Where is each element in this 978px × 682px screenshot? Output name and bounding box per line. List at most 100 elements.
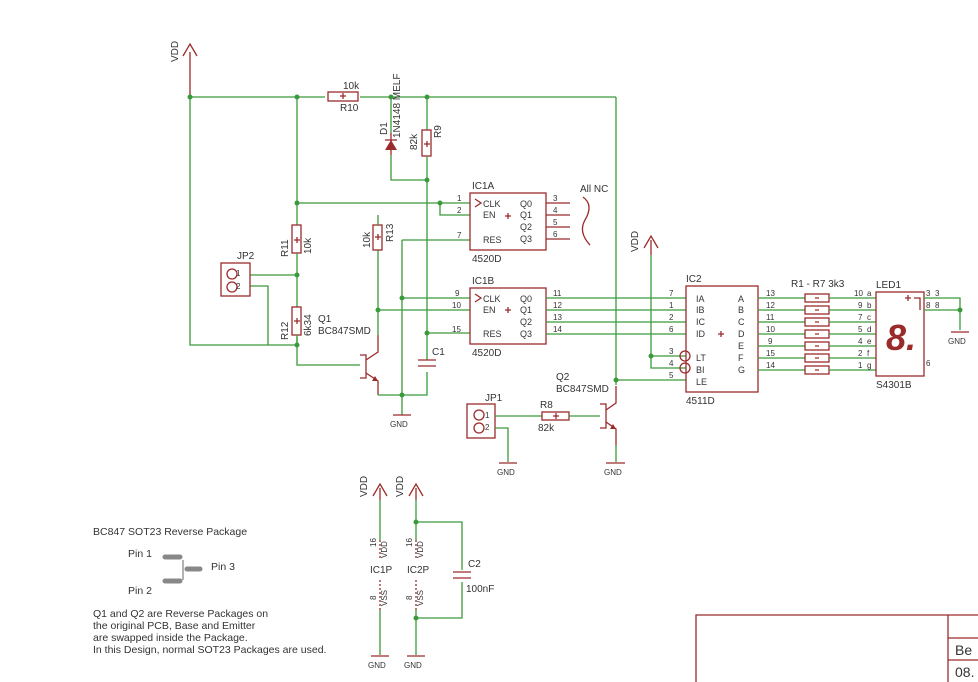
svg-text:Q1: Q1: [520, 210, 532, 220]
note-pin2: Pin 2: [128, 585, 152, 597]
r13-resistor: 10k R13: [362, 223, 396, 251]
svg-text:1: 1: [669, 301, 674, 310]
vdd-ic1p: VDD: [359, 476, 388, 500]
ic2p-power: 16 VDD IC2P 8 VSS: [405, 538, 430, 610]
q2-name: Q2: [556, 372, 570, 383]
note-pin1: Pin 1: [128, 548, 152, 560]
svg-text:1: 1: [858, 361, 863, 370]
svg-text:Q2: Q2: [520, 317, 532, 327]
led1-name: LED1: [876, 280, 901, 291]
ic1p-label: IC1P: [370, 565, 393, 576]
jp1-jumper: JP1 1 2: [466, 393, 503, 439]
svg-text:5: 5: [858, 325, 863, 334]
svg-text:7: 7: [858, 313, 863, 322]
q1-transistor: Q1 BC847SMD: [318, 314, 379, 395]
svg-text:11: 11: [553, 289, 562, 298]
svg-text:GND: GND: [404, 661, 422, 670]
svg-text:a: a: [867, 289, 872, 298]
svg-text:11: 11: [766, 313, 775, 322]
note-line4: In this Design, normal SOT23 Packages ar…: [93, 644, 326, 656]
svg-text:VDD: VDD: [380, 541, 389, 558]
gnd-jp1: GND: [497, 462, 517, 477]
svg-text:7: 7: [669, 289, 674, 298]
r11-value: 10k: [303, 237, 314, 254]
d1-diode: D1 1N4148 MELF: [379, 74, 403, 155]
c2-capacitor: C2 100nF: [453, 559, 494, 595]
svg-text:GND: GND: [390, 420, 408, 429]
svg-text:10: 10: [452, 301, 461, 310]
r13-value: 10k: [362, 231, 373, 248]
svg-text:4: 4: [553, 206, 558, 215]
svg-text:VDD: VDD: [395, 476, 406, 497]
gnd-led: GND: [948, 331, 969, 346]
note-title: BC847 SOT23 Reverse Package: [93, 526, 247, 538]
vdd-top-left: VDD: [170, 41, 198, 97]
svg-text:VSS: VSS: [380, 590, 389, 606]
svg-text:12: 12: [553, 301, 562, 310]
svg-text:VSS: VSS: [416, 590, 425, 606]
jp1-name: JP1: [485, 393, 503, 404]
svg-text:9: 9: [455, 289, 460, 298]
svg-text:IA: IA: [696, 294, 705, 304]
svg-text:D: D: [738, 329, 745, 339]
r10-resistor: 10k R10: [327, 81, 360, 114]
svg-text:1: 1: [457, 194, 462, 203]
svg-text:15: 15: [766, 349, 775, 358]
svg-text:5: 5: [553, 218, 558, 227]
c1-capacitor: C1: [418, 347, 445, 367]
svg-text:2: 2: [669, 313, 674, 322]
ic2p-label: IC2P: [407, 565, 430, 576]
title-block: Be 08.: [695, 614, 978, 682]
r11-resistor: R11 10k: [280, 224, 314, 257]
q1-name: Q1: [318, 314, 332, 325]
svg-text:Q2: Q2: [520, 222, 532, 232]
svg-text:b: b: [867, 301, 872, 310]
svg-text:GND: GND: [368, 661, 386, 670]
c1-name: C1: [432, 347, 445, 358]
titleblock-text1: Be: [955, 642, 972, 658]
svg-text:E: E: [738, 341, 744, 351]
svg-text:5: 5: [669, 371, 674, 380]
vdd-ic2: VDD: [630, 231, 659, 255]
vdd-ic2p: VDD: [395, 476, 424, 500]
r8-value: 82k: [538, 423, 555, 434]
note-pin3: Pin 3: [211, 561, 235, 573]
r12-value: 6k34: [303, 314, 314, 336]
ic1b-type: 4520D: [472, 348, 501, 359]
rarray-label: R1 - R7 3k3: [791, 279, 845, 290]
svg-text:10: 10: [766, 325, 775, 334]
q2-transistor: Q2 BC847SMD: [556, 372, 617, 445]
svg-text:2: 2: [485, 423, 490, 432]
svg-text:LE: LE: [696, 377, 707, 387]
jp2-name: JP2: [237, 251, 255, 262]
svg-text:VDD: VDD: [359, 476, 370, 497]
svg-text:10: 10: [854, 289, 863, 298]
svg-text:GND: GND: [948, 337, 966, 346]
r9-resistor: 82k R9: [409, 125, 444, 157]
svg-text:8: 8: [926, 301, 931, 310]
r8-resistor: R8 82k: [538, 400, 570, 434]
note-line1: Q1 and Q2 are Reverse Packages on: [93, 608, 268, 620]
ic2-chip: IC2 4511D IA IB IC ID LT BI LE A B C D E…: [669, 274, 759, 407]
svg-text:d: d: [867, 325, 871, 334]
svg-text:14: 14: [766, 361, 775, 370]
svg-text:Q1: Q1: [520, 305, 532, 315]
r11-name: R11: [280, 239, 291, 257]
ic1a-chip: IC1A 4520D CLK EN RES Q0 Q1 Q2 Q3 1 2 7 …: [457, 181, 570, 265]
gnd-q1: GND: [390, 414, 411, 429]
ic1b-name: IC1B: [472, 276, 495, 287]
ic1b-chip: IC1B 4520D CLK EN RES Q0 Q1 Q2 Q3 9 10 1…: [452, 276, 562, 359]
svg-text:e: e: [867, 337, 872, 346]
led1-type: S4301B: [876, 380, 912, 391]
gnd-q2: GND: [604, 462, 625, 477]
svg-text:f: f: [867, 349, 870, 358]
note-line3: are swapped inside the Package.: [93, 632, 248, 644]
ic2-type: 4511D: [686, 396, 715, 407]
svg-text:4: 4: [858, 337, 863, 346]
svg-text:Q3: Q3: [520, 329, 532, 339]
r12-name: R12: [280, 321, 291, 340]
r13-name: R13: [385, 223, 396, 242]
r10-name: R10: [340, 103, 359, 114]
svg-text:BI: BI: [696, 365, 705, 375]
